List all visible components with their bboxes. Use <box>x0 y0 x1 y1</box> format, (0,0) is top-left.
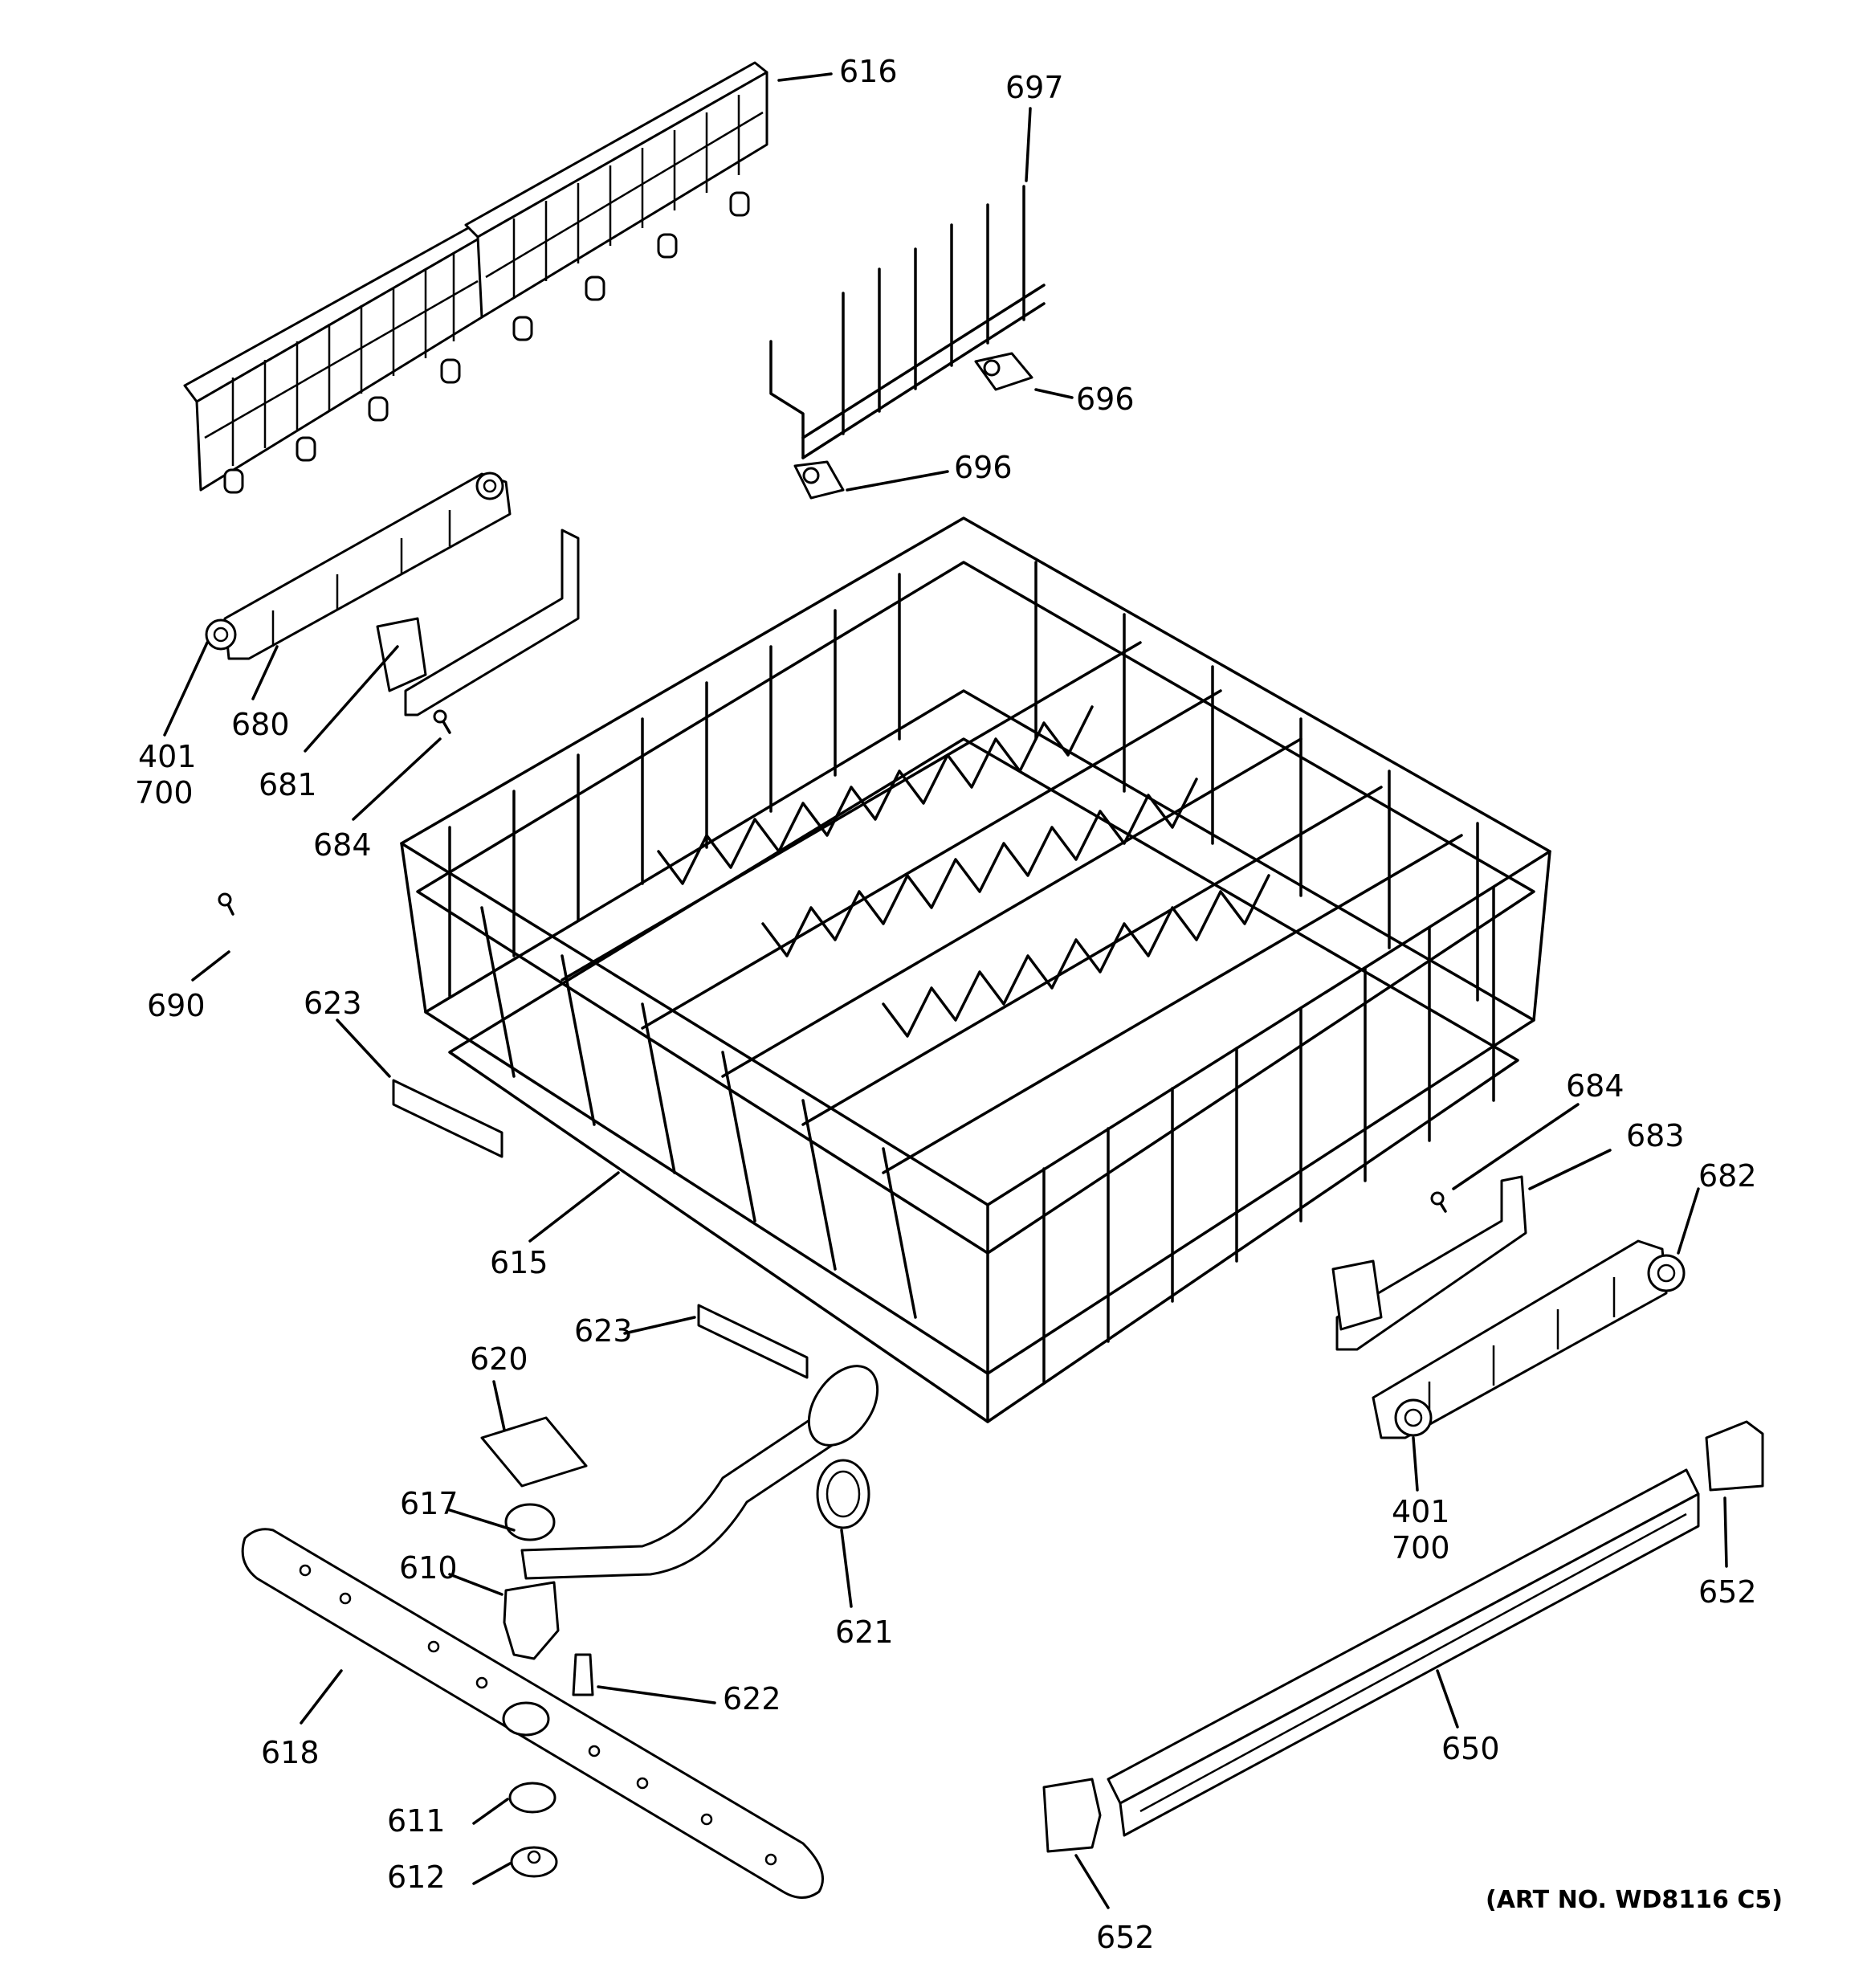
leader-697 <box>1025 107 1032 182</box>
callout-652-right: 652 <box>1698 1574 1757 1610</box>
conduit-clip-620 <box>480 1416 588 1488</box>
callout-652-left: 652 <box>1096 1920 1155 1955</box>
callout-680: 680 <box>231 707 290 742</box>
callout-401-left: 401 <box>138 739 197 774</box>
leader-683 <box>1528 1149 1612 1190</box>
screw-622 <box>572 1653 594 1696</box>
leader-650 <box>1436 1669 1459 1729</box>
callout-700-right: 700 <box>1392 1530 1450 1565</box>
upper-rack-615 <box>400 516 1551 1423</box>
roller-rail-680 <box>205 471 512 660</box>
leader-615 <box>528 1171 620 1243</box>
callout-623-left: 623 <box>304 986 362 1021</box>
clip-623-center <box>697 1304 809 1379</box>
callout-612: 612 <box>387 1859 446 1895</box>
leader-622 <box>597 1685 716 1704</box>
track-rail-650 <box>1107 1468 1700 1837</box>
leader-611 <box>472 1798 509 1825</box>
callout-610: 610 <box>399 1550 458 1586</box>
callout-690: 690 <box>147 988 206 1023</box>
tine-row-616 <box>183 61 768 494</box>
callout-684-left: 684 <box>313 827 372 863</box>
leader-610 <box>448 1573 503 1596</box>
callout-616: 616 <box>839 54 898 89</box>
screw-684-right <box>1430 1191 1447 1213</box>
callout-696-lower: 696 <box>954 450 1013 485</box>
callout-697: 697 <box>1005 70 1064 105</box>
leader-401-700-left <box>163 641 209 737</box>
rail-bracket-683 <box>1331 1175 1527 1351</box>
leader-612 <box>472 1862 512 1885</box>
nut-612 <box>510 1846 558 1878</box>
leader-690 <box>191 950 230 982</box>
clip-696-lower <box>793 460 845 500</box>
tine-wire-697 <box>769 185 1046 459</box>
callout-621: 621 <box>835 1614 894 1650</box>
screw-690 <box>218 892 234 916</box>
leader-623-center <box>623 1316 696 1335</box>
leader-620 <box>492 1380 506 1431</box>
bearing-610 <box>503 1581 560 1660</box>
rail-bracket-681 <box>376 529 580 716</box>
callout-618: 618 <box>261 1735 320 1770</box>
leader-684-right <box>1452 1103 1580 1190</box>
leader-618 <box>300 1669 343 1725</box>
callout-611: 611 <box>387 1803 446 1839</box>
callout-696-upper: 696 <box>1076 382 1135 417</box>
callout-681: 681 <box>259 767 317 802</box>
leader-621 <box>840 1529 853 1608</box>
rail-stop-652-right <box>1705 1420 1764 1492</box>
roller-rail-682 <box>1372 1239 1686 1439</box>
leader-680 <box>251 645 279 700</box>
callout-623-center: 623 <box>574 1313 633 1349</box>
callout-684-right: 684 <box>1566 1068 1625 1104</box>
feed-tube-617 <box>504 1365 879 1580</box>
callout-650: 650 <box>1441 1731 1500 1766</box>
hose-clamp-621 <box>816 1459 870 1529</box>
clip-623-left <box>392 1079 503 1158</box>
spray-arm-618 <box>241 1528 824 1899</box>
callout-620: 620 <box>470 1341 528 1377</box>
callout-683: 683 <box>1626 1118 1685 1153</box>
leader-401-700-right <box>1412 1436 1419 1492</box>
callout-401-right: 401 <box>1392 1494 1450 1529</box>
callout-700-left: 700 <box>135 775 194 810</box>
leader-681 <box>304 645 399 753</box>
washer-611 <box>508 1782 556 1814</box>
callout-622: 622 <box>723 1681 781 1717</box>
leader-617 <box>448 1508 516 1532</box>
leader-696-upper <box>1034 388 1074 399</box>
leader-652-left <box>1074 1854 1110 1909</box>
leader-623-left <box>336 1018 391 1078</box>
leader-684-left <box>352 737 442 821</box>
leader-682 <box>1677 1187 1700 1255</box>
screw-684-left <box>433 709 451 734</box>
leader-616 <box>777 72 833 82</box>
callout-682: 682 <box>1698 1158 1757 1194</box>
clip-696-upper <box>974 352 1033 391</box>
art-number: (ART NO. WD8116 C5) <box>1486 1886 1783 1914</box>
leader-696-lower <box>846 470 949 492</box>
callout-617: 617 <box>400 1486 459 1521</box>
rail-stop-652-left <box>1042 1778 1102 1853</box>
leader-652-right <box>1723 1496 1728 1568</box>
callout-615: 615 <box>490 1245 548 1280</box>
